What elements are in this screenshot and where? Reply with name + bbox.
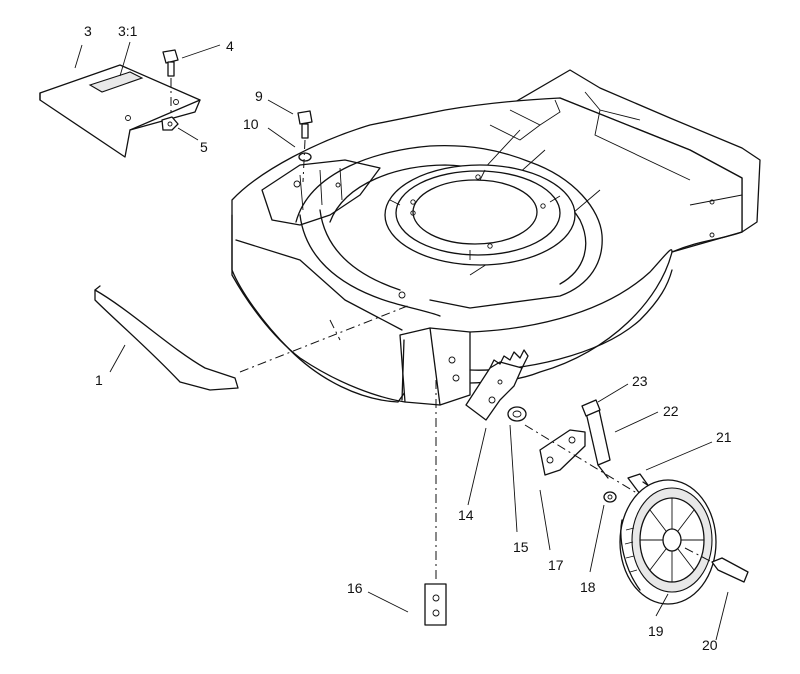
part-14-height-adjuster	[465, 349, 529, 421]
callout-1: 1	[95, 372, 103, 388]
leader-lines	[74, 41, 729, 641]
callout-5: 5	[200, 139, 208, 155]
callout-16: 16	[347, 580, 363, 596]
part-3-chute-plate	[39, 64, 201, 158]
callout-19: 19	[648, 623, 664, 639]
part-16-wear-plate	[424, 380, 447, 626]
callout-17: 17	[548, 557, 564, 573]
part-20-wheel-bolt	[684, 547, 749, 583]
part-23-lever-grip	[581, 399, 601, 417]
callout-22: 22	[663, 403, 679, 419]
part-4-bolt	[162, 49, 179, 116]
part-19-wheel	[619, 479, 717, 605]
part-1-bumper	[94, 285, 411, 391]
callout-9: 9	[255, 88, 263, 104]
callout-14: 14	[458, 507, 474, 523]
part-5-nut	[161, 116, 179, 131]
callout-15: 15	[513, 539, 529, 555]
callout-10: 10	[243, 116, 259, 132]
part-18-washer	[603, 491, 617, 503]
part-9-bolt	[297, 110, 313, 139]
callout-21: 21	[716, 429, 732, 445]
callout-23: 23	[632, 373, 648, 389]
mower-deck	[231, 69, 761, 406]
callout-20: 20	[702, 637, 718, 653]
callout-3: 3	[84, 23, 92, 39]
callout-18: 18	[580, 579, 596, 595]
callout-3-1: 3:1	[118, 23, 138, 39]
part-15-spacer	[507, 406, 527, 422]
part-10-washer	[298, 139, 312, 183]
part-17-axle-bracket	[524, 424, 641, 496]
callout-4: 4	[226, 38, 234, 54]
part-22-lever	[584, 404, 611, 479]
callout-labels: 3 3:1 4 5 9 10 1 14 15 17 18 19 20 21 22…	[84, 23, 732, 653]
